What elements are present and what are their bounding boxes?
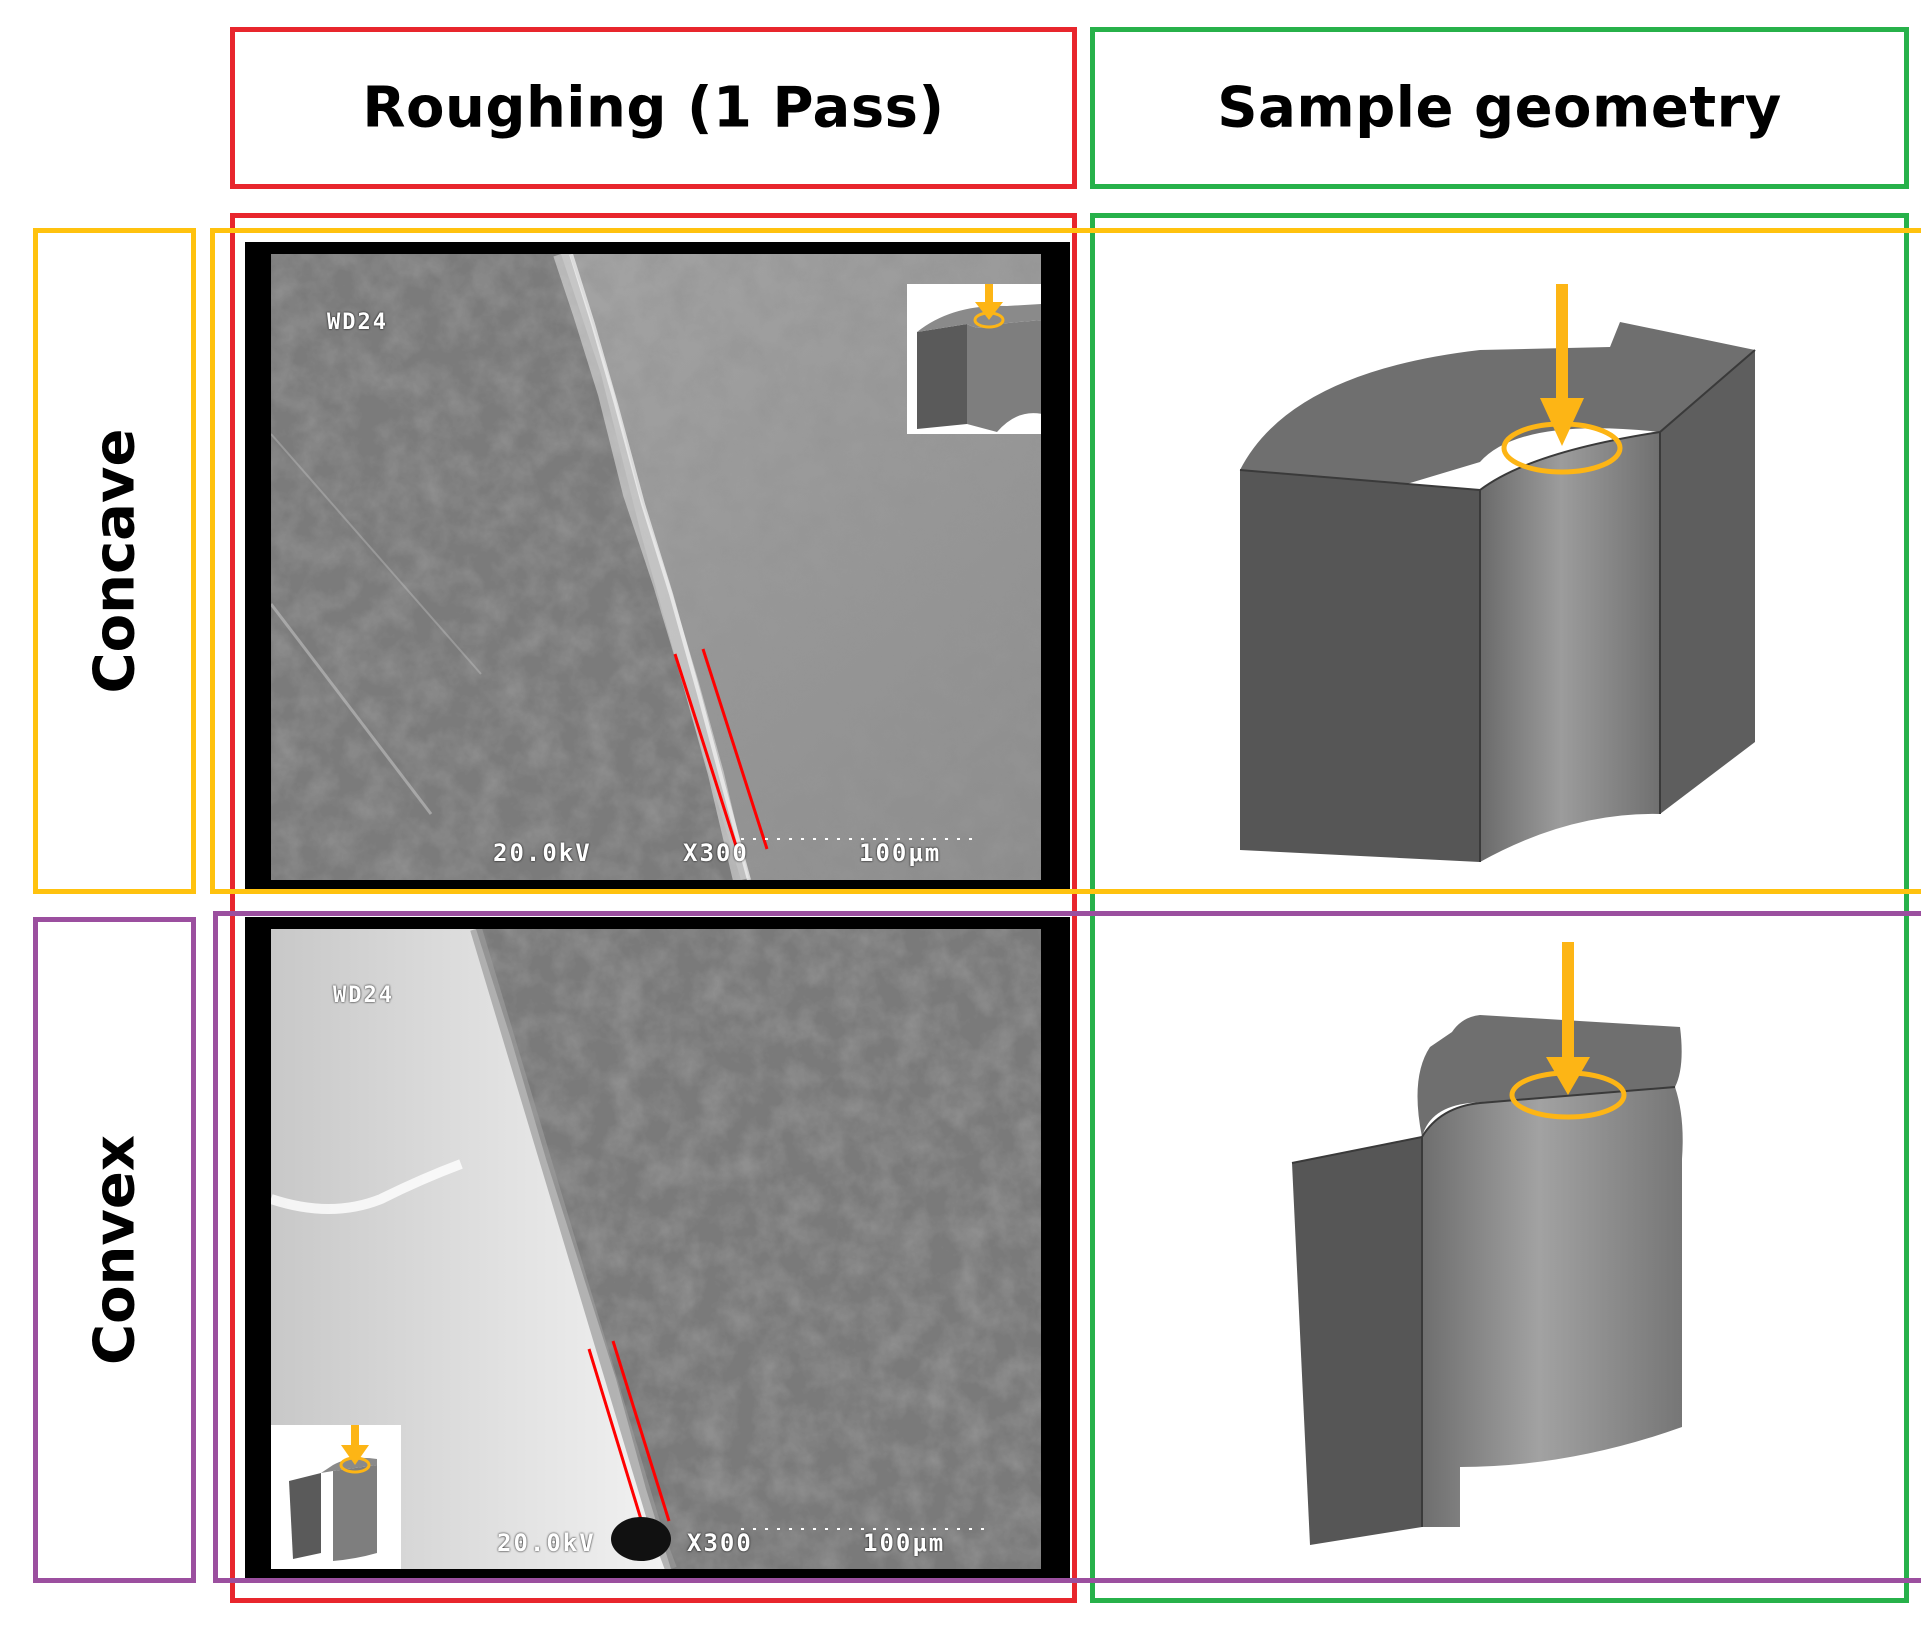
measurement-line-concave-1 [673, 653, 739, 850]
header-geometry-title: Sample geometry [1217, 75, 1782, 141]
sem-concave-scale-bar: 100μm [859, 839, 942, 867]
sem-convex-geometry-inset [271, 1425, 401, 1569]
measurement-line-convex-1 [587, 1348, 649, 1540]
sem-image-concave-frame: WD24 20.0kV X300 100μm [245, 242, 1070, 890]
sem-image-convex: WD24 20.0kV X300 100μm [271, 929, 1041, 1569]
sem-convex-magnification: X300 [687, 1529, 753, 1557]
sem-concave-working-distance: WD24 [327, 310, 388, 335]
row-label-concave-box: Concave [33, 228, 196, 894]
concave-indicator-arrow-icon [1540, 398, 1584, 446]
sem-convex-voltage: 20.0kV [497, 1529, 596, 1557]
sem-image-concave: WD24 20.0kV X300 100μm [271, 254, 1041, 880]
sem-image-concave-texture [271, 254, 1041, 880]
concave-geometry-illustration [1239, 284, 1756, 862]
convex-inset-icon [289, 1425, 377, 1561]
concave-inset-arrow-icon [975, 302, 1003, 320]
header-roughing-box: Roughing (1 Pass) [230, 27, 1077, 189]
sem-image-convex-frame: WD24 20.0kV X300 100μm [245, 917, 1070, 1582]
roughing-column-frame [230, 213, 1077, 1603]
concave-row-frame [210, 228, 1921, 894]
measurement-line-convex-2 [611, 1340, 671, 1522]
sem-convex-working-distance: WD24 [333, 983, 394, 1008]
row-label-concave: Concave [82, 428, 147, 694]
geometry-column-frame [1090, 213, 1909, 1603]
header-roughing-title: Roughing (1 Pass) [362, 75, 945, 141]
measurement-line-concave-2 [701, 648, 769, 850]
header-geometry-box: Sample geometry [1090, 27, 1909, 189]
row-label-convex-box: Convex [33, 917, 196, 1583]
row-label-convex: Convex [82, 1134, 147, 1366]
sem-concave-voltage: 20.0kV [493, 839, 592, 867]
sem-convex-scale-bar: 100μm [863, 1529, 946, 1557]
concave-inset-icon [917, 284, 1041, 432]
convex-row-frame [213, 911, 1921, 1583]
sem-concave-geometry-inset [907, 284, 1041, 434]
sem-concave-magnification: X300 [683, 839, 749, 867]
convex-geometry-illustration [1291, 942, 1683, 1545]
convex-inset-arrow-icon [341, 1445, 369, 1465]
convex-indicator-arrow-icon [1546, 1057, 1590, 1095]
